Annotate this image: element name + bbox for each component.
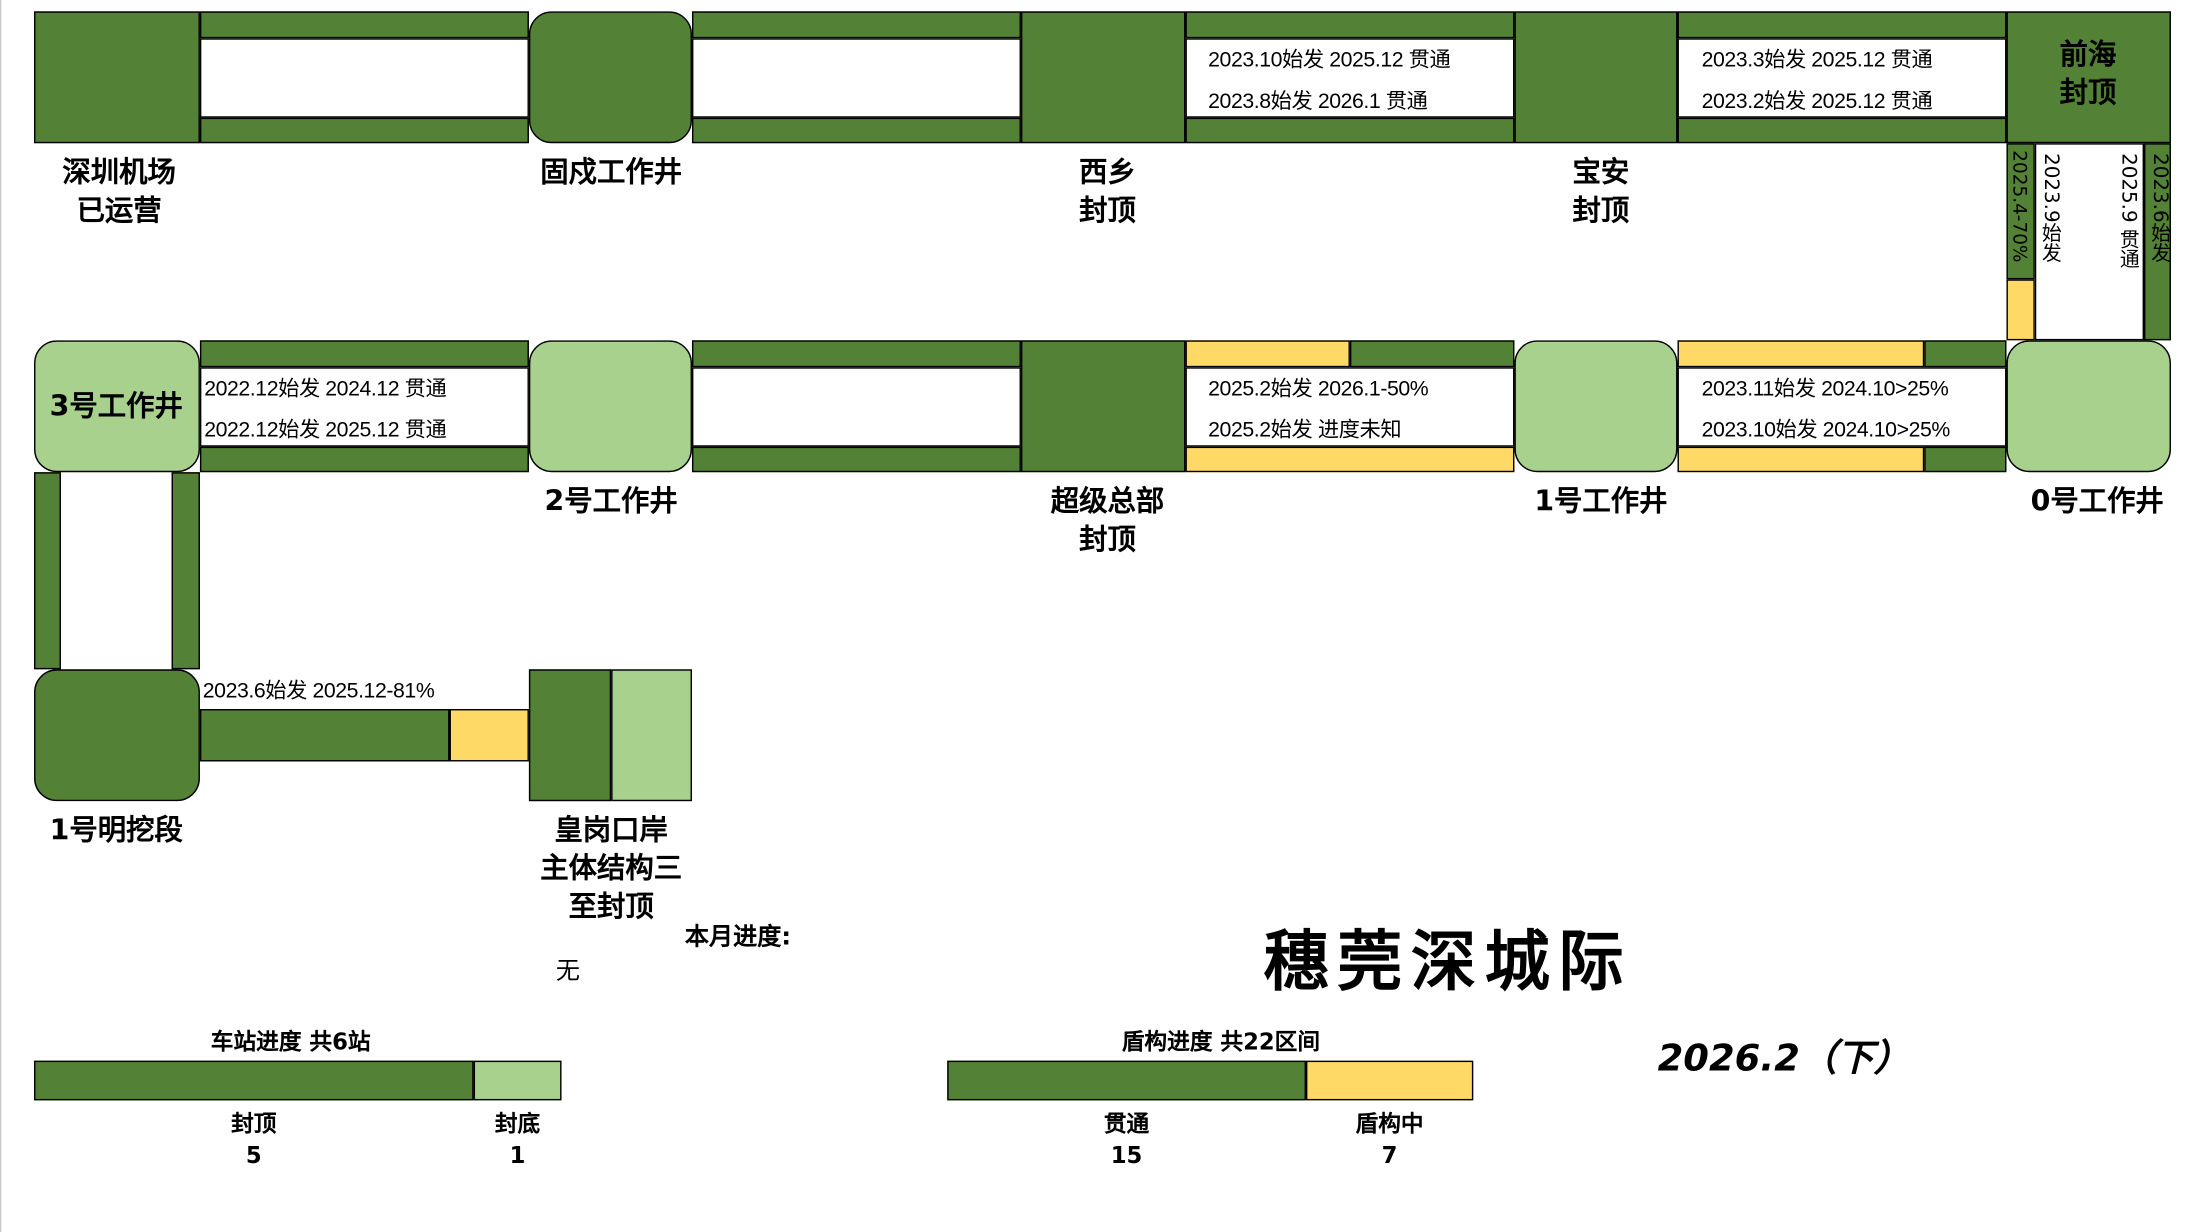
- tunnel-cut1-huanggang-done: [199, 709, 450, 762]
- tunnel-bottom: [199, 117, 529, 144]
- station-cut1: [34, 669, 200, 802]
- tunnel-bottom-remaining: [1185, 446, 1515, 473]
- station-shaft0: [2006, 340, 2171, 473]
- station-label: 皇岗口岸 主体结构三 至封顶: [540, 812, 683, 924]
- page-title: 穗莞深城际: [1263, 923, 1633, 1000]
- tunnel-text: 2023.9始发: [2039, 153, 2062, 263]
- station-qianhai: 前海 封顶: [2006, 11, 2171, 144]
- tunnel-gap: [691, 367, 1021, 447]
- station-label: 超级总部 封顶: [1050, 483, 1165, 556]
- tunnel-top-remaining: [1677, 340, 1925, 368]
- tunnel-top: [199, 11, 529, 39]
- tunnel-top-remaining: [1185, 340, 1350, 368]
- tunnel-gap: [691, 38, 1021, 118]
- tunnel-text: 2025.4-70%: [2007, 150, 2030, 263]
- tunnel-top: [1185, 11, 1515, 39]
- shield-progress-bar: [947, 1060, 1474, 1101]
- station-shaft1: [1514, 340, 1678, 473]
- station-label: 0号工作井: [2030, 483, 2164, 518]
- progress-segment: [473, 1060, 562, 1101]
- tunnel-bottom-done: [1924, 446, 2007, 473]
- tunnel-top-done: [1924, 340, 2007, 368]
- station-progress-title: 车站进度 共6站: [210, 1028, 371, 1055]
- tunnel-text: 2025.2始发 进度未知: [1208, 418, 1402, 443]
- station-xixiang: [1020, 11, 1186, 144]
- tunnel-text: 2023.2始发 2025.12 贯通: [1701, 89, 1933, 114]
- station-progress-bar: [34, 1060, 562, 1101]
- station-super-hq: [1020, 340, 1186, 473]
- tunnel-bottom: [1185, 117, 1515, 144]
- report-date: 2026.2（下）: [1657, 1037, 1911, 1081]
- tunnel-top-done: [1349, 340, 1515, 368]
- tunnel-text: 2023.10始发 2025.12 贯通: [1208, 48, 1451, 73]
- tunnel-shaft3-shaft2: 2022.12始发 2024.12 贯通 2022.12始发 2025.12 贯…: [199, 367, 529, 447]
- station-gushu: [528, 11, 692, 144]
- tunnel-top: [691, 340, 1021, 368]
- tunnel-text: 2025.9 贯通: [2117, 153, 2140, 269]
- tunnel-qianhai-shaft0: 2023.9始发 2025.9 贯通: [2034, 143, 2145, 341]
- station-label: 1号工作井: [1534, 483, 1668, 518]
- tunnel-text: 2023.6始发: [2148, 153, 2171, 263]
- tunnel-bottom: [691, 117, 1021, 144]
- tunnel-bottom-remaining: [1677, 446, 1925, 473]
- station-baoan: [1514, 11, 1678, 144]
- station-label: 深圳机场 已运营: [62, 154, 176, 227]
- progress-segment: [947, 1060, 1306, 1101]
- tunnel-text: 2023.8始发 2026.1 贯通: [1208, 89, 1428, 114]
- station-shaft3: 3号工作井: [34, 340, 200, 473]
- tunnel-hq-shaft1: 2025.2始发 2026.1-50% 2025.2始发 进度未知: [1185, 367, 1515, 447]
- tunnel-text: 2023.3始发 2025.12 贯通: [1701, 48, 1933, 73]
- tunnel-xixiang-baoan: 2023.10始发 2025.12 贯通 2023.8始发 2026.1 贯通: [1185, 38, 1515, 118]
- station-label: 前海 封顶: [2059, 36, 2117, 110]
- tunnel-gap: [199, 38, 529, 118]
- tunnel-text: 2023.6始发 2025.12-81%: [202, 679, 435, 704]
- tunnel-left-strip: 2025.4-70%: [2006, 143, 2035, 280]
- tunnel-top: [691, 11, 1021, 39]
- tunnel-text: 2023.11始发 2024.10>25%: [1701, 377, 1949, 402]
- tunnel-cut1-huanggang-remaining: [449, 709, 529, 762]
- tunnel-right-strip: [171, 472, 200, 670]
- tunnel-bottom: [1677, 117, 2007, 144]
- tunnel-text: 2023.10始发 2024.10>25%: [1701, 418, 1951, 443]
- station-shaft2: [528, 340, 692, 473]
- tunnel-text: 2025.2始发 2026.1-50%: [1208, 377, 1429, 402]
- tunnel-bottom: [691, 446, 1021, 473]
- station-shenzhen-airport: [34, 11, 200, 144]
- station-huanggang-done: [528, 669, 612, 802]
- station-label: 西乡 封顶: [1079, 154, 1136, 227]
- tunnel-top: [199, 340, 529, 368]
- tunnel-left-strip: [34, 472, 61, 670]
- tunnel-shaft1-shaft0: 2023.11始发 2024.10>25% 2023.10始发 2024.10>…: [1677, 367, 2007, 447]
- station-label: 3号工作井: [49, 388, 183, 423]
- progress-segment: [34, 1060, 474, 1101]
- tunnel-text: 2022.12始发 2025.12 贯通: [204, 418, 447, 443]
- tunnel-bottom: [199, 446, 529, 473]
- station-label: 1号明挖段: [49, 812, 183, 847]
- station-label: 2号工作井: [544, 483, 678, 518]
- progress-segment: [1305, 1060, 1474, 1101]
- tunnel-right-strip: 2023.6始发: [2144, 143, 2171, 341]
- tunnel-baoan-qianhai: 2023.3始发 2025.12 贯通 2023.2始发 2025.12 贯通: [1677, 38, 2007, 118]
- tunnel-left-remaining: [2006, 279, 2035, 341]
- tunnel-top: [1677, 11, 2007, 39]
- station-label: 宝安 封顶: [1572, 154, 1630, 227]
- shield-progress-title: 盾构进度 共22区间: [1121, 1028, 1321, 1055]
- tunnel-text: 2022.12始发 2024.12 贯通: [204, 377, 447, 402]
- monthly-label: 本月进度:: [684, 923, 791, 952]
- monthly-value: 无: [555, 957, 580, 986]
- station-huanggang-remaining: [611, 669, 692, 802]
- station-label: 固戍工作井: [540, 154, 683, 189]
